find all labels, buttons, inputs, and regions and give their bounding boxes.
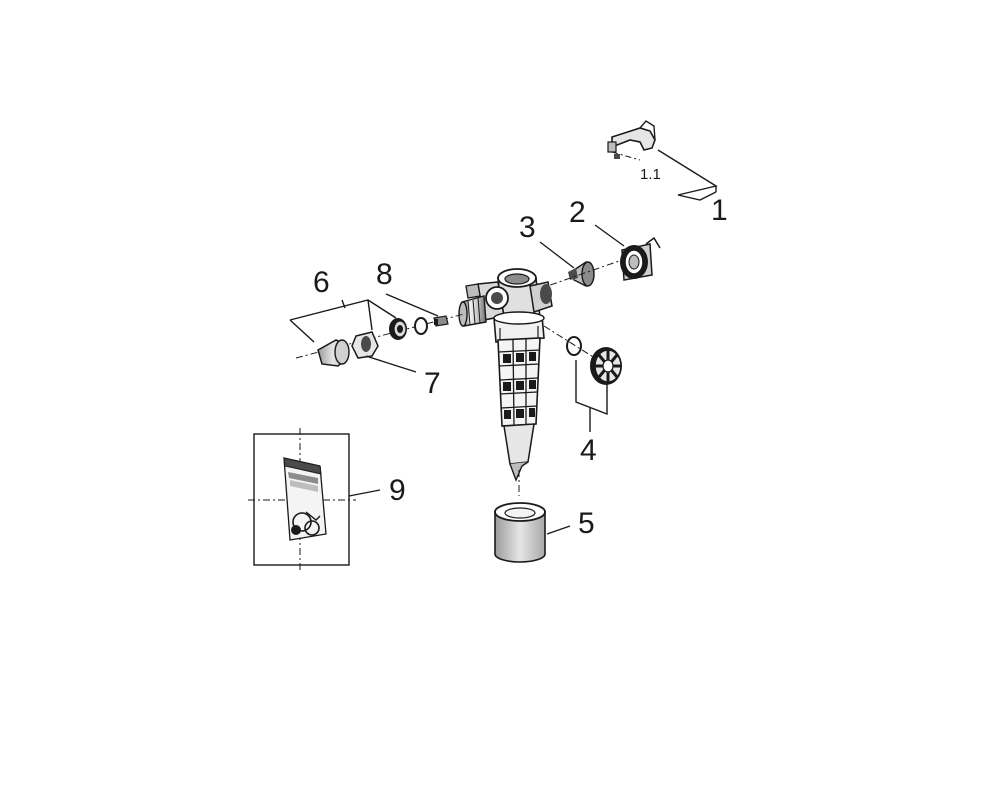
label-part-7: 7 bbox=[424, 367, 441, 400]
part-6-cone-adapter bbox=[317, 339, 350, 367]
part-5-sleeve bbox=[494, 502, 571, 563]
label-part-1: 1 bbox=[711, 194, 728, 227]
label-part-3: 3 bbox=[519, 211, 536, 244]
part-4-oring-and-cap bbox=[543, 325, 622, 385]
label-part-8: 8 bbox=[376, 258, 393, 291]
center-line-left bbox=[295, 313, 465, 359]
leader-lines-left-chain bbox=[289, 293, 439, 373]
label-part-5: 5 bbox=[578, 507, 595, 540]
center-line-top bbox=[535, 259, 623, 291]
label-part-6: 6 bbox=[313, 266, 330, 299]
part-9-spare-parts-pack bbox=[248, 428, 381, 572]
label-part-4: 4 bbox=[580, 434, 597, 467]
label-part-2: 2 bbox=[569, 196, 586, 229]
leader-lines-part-1 bbox=[657, 149, 718, 201]
leader-lines-part-4 bbox=[575, 360, 608, 432]
part-7-nut bbox=[351, 331, 379, 359]
part-2-union-nut bbox=[594, 224, 661, 281]
part-1-clip-bracket bbox=[607, 120, 656, 161]
part-8-washers-and-screw bbox=[389, 315, 449, 340]
label-part-9: 9 bbox=[389, 474, 406, 507]
main-valve-body bbox=[458, 268, 553, 496]
label-part-1-1: 1.1 bbox=[640, 166, 661, 183]
